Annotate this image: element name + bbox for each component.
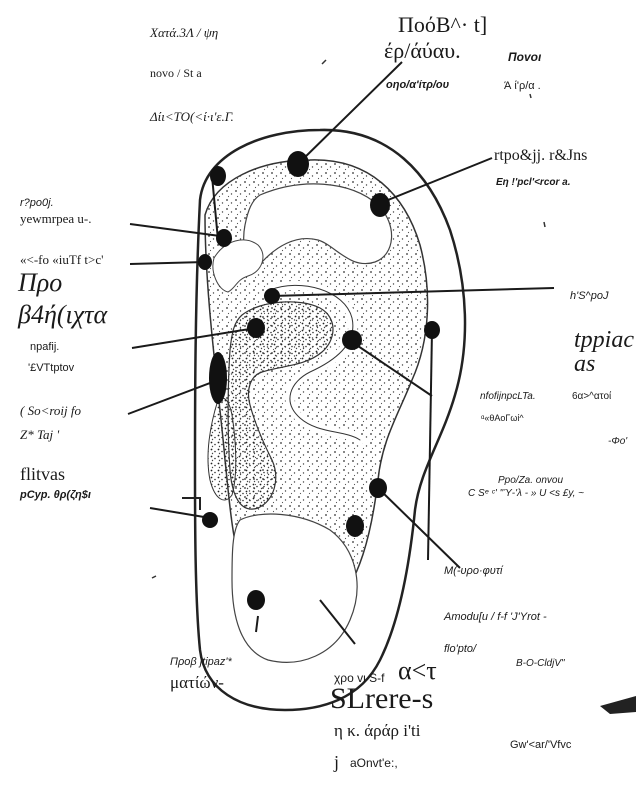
label-right-11: Amodu[u / f-f 'J'Yrot -	[444, 612, 547, 623]
label-right-2: Εη !'pcl'<rcor a.	[496, 178, 571, 188]
label-bottom-left-2: ματίών-	[170, 674, 224, 691]
label-left-large-2: β4ή(ιχτα	[18, 302, 107, 328]
leader-line	[130, 262, 205, 264]
label-left-1: r?po0j.	[20, 198, 54, 209]
acupoint	[210, 166, 226, 186]
label-top-right-title: ΠοόΒ^· t]	[398, 14, 487, 36]
label-top-left-2: novo / St a	[150, 67, 202, 79]
label-right-10: Μ(-υρο·φυτί	[444, 566, 502, 577]
label-right-large-2: as	[574, 352, 595, 376]
label-bottom-4: η κ. άράρ i'ti	[334, 722, 420, 739]
label-left-7: Z* Taj '	[20, 428, 59, 441]
label-bottom-2: α<τ	[398, 658, 437, 684]
label-bottom-6: aOnvt'e:,	[350, 757, 398, 769]
label-left-5: '£VTtptov	[28, 363, 74, 374]
acupoint	[287, 151, 309, 177]
label-right-1: rtpo&jj. r&Jns	[494, 148, 587, 164]
acupoint	[342, 330, 362, 350]
label-top-right-5: Ά ί'ρ/α .	[504, 81, 541, 92]
label-right-large-1: tppiac	[574, 328, 634, 352]
label-bottom-5: j	[334, 753, 339, 771]
acupoint	[370, 193, 390, 217]
label-left-4: npafij.	[30, 342, 59, 353]
label-right-6: ᵅ«θΑοΓωί^	[481, 414, 524, 423]
edge-object	[600, 696, 636, 714]
label-right-9: C Sᵉ ᶜ' "Ύ-'λ - » U <s £y, ~	[468, 489, 584, 499]
label-left-6: ( So<roij fo	[20, 404, 81, 417]
label-right-12: flo'pto/	[444, 644, 476, 655]
label-right-5: 6α>^ατοί	[572, 392, 611, 402]
label-left-2: yewmrpea u-.	[20, 212, 91, 225]
label-right-4: nfofijnpcLTa.	[480, 392, 536, 402]
label-right-3: h'S^poJ	[570, 291, 608, 302]
label-right-13: B-O-CldjV"	[516, 659, 565, 669]
label-right-8: Ppo/Za. onvou	[498, 476, 563, 486]
label-right-7: -Φο'	[608, 437, 627, 447]
acupoint	[216, 229, 232, 247]
acupoint	[264, 288, 280, 304]
acupoint	[247, 318, 265, 338]
acupoint	[202, 512, 218, 528]
label-top-right-4: οηο/α'ίτρ/ου	[386, 80, 449, 91]
label-left-8: flitvas	[20, 465, 65, 483]
label-bottom-left-1: Προβ jtipaz'*	[170, 657, 232, 668]
label-left-3: «<-fo «iuTf t>c'	[20, 253, 103, 266]
label-top-left-3: Δίι<ΤΟ(<ί·ι'ε.Γ.	[150, 110, 234, 123]
acupoint	[247, 590, 265, 610]
label-bottom-right: Gw'<ar/'Vfvc	[510, 740, 571, 751]
acupoint	[346, 515, 364, 537]
label-top-right-2: έρ/άύαυ.	[384, 40, 461, 62]
acupoint	[369, 478, 387, 498]
acupoint	[424, 321, 440, 339]
acupoint	[209, 352, 227, 404]
label-top-right-3: Ποvoι	[508, 51, 541, 63]
label-left-large-1: Προ	[18, 270, 62, 296]
label-left-9: pCyp. θρ(ζη$ι	[20, 490, 91, 501]
acupoint	[198, 254, 212, 270]
label-top-left-1: Χατά.3Λ / ψη	[150, 26, 218, 39]
label-bottom-3: SLrere-s	[330, 684, 433, 714]
